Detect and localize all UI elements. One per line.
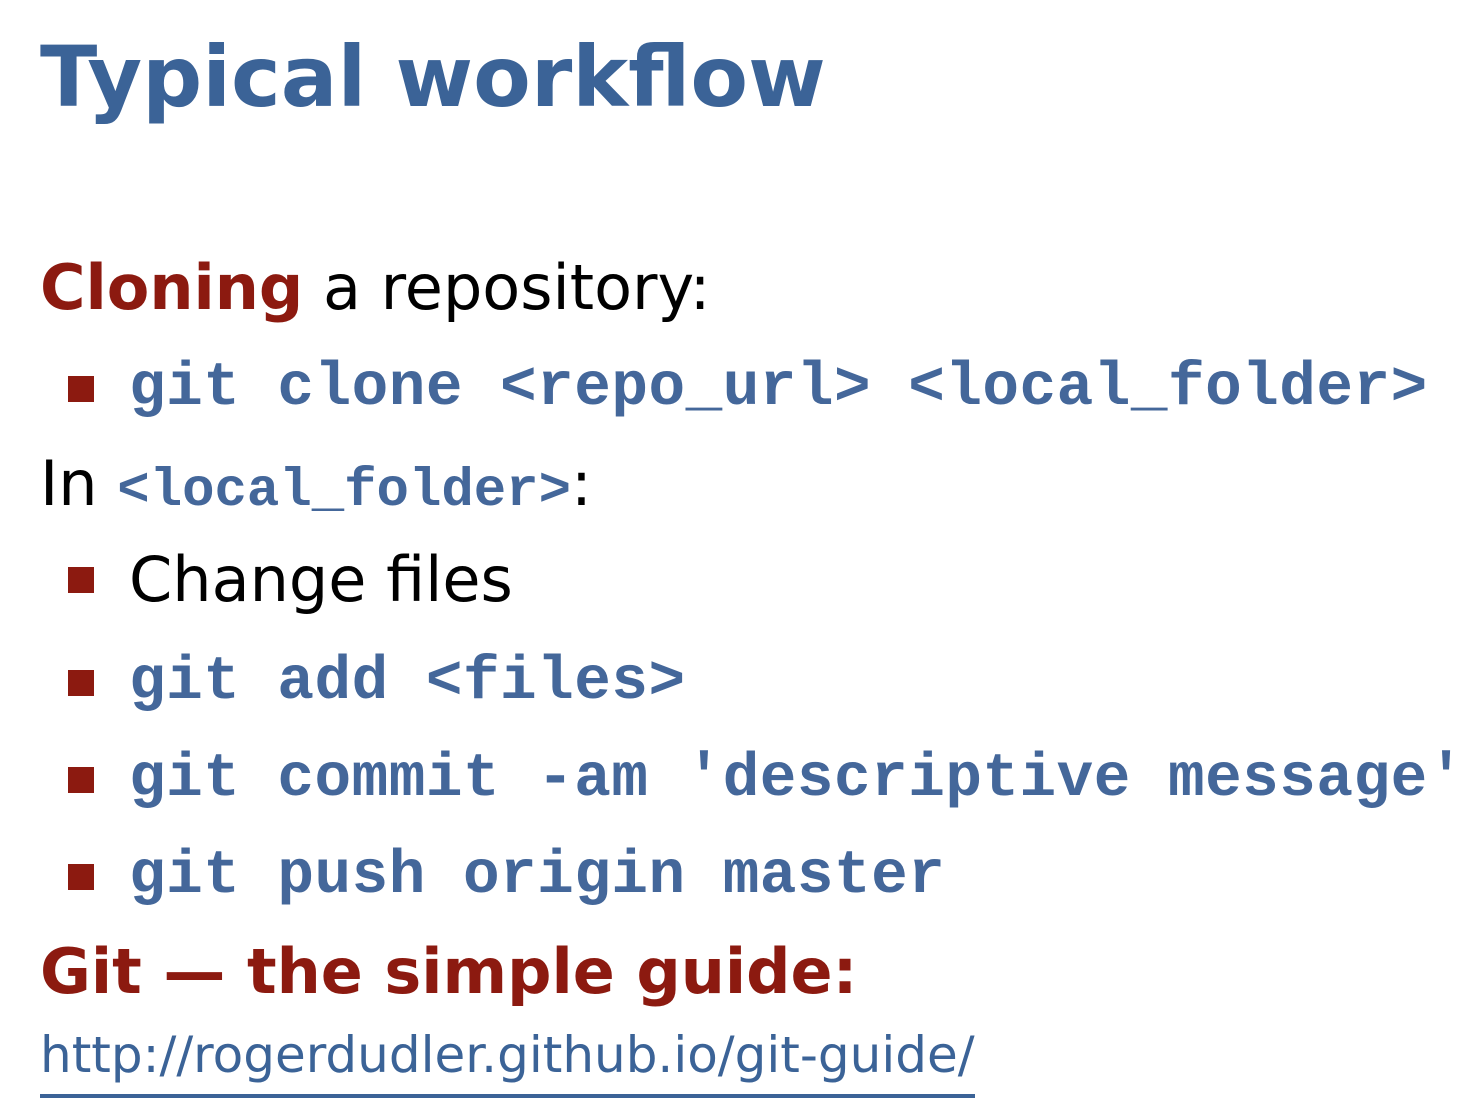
guide-link[interactable]: http://rogerdudler.github.io/git-guide/ xyxy=(40,1022,975,1098)
list-item-git-add: git add <files> xyxy=(68,648,686,718)
bullet-icon xyxy=(68,767,94,793)
list-item-clone-command: git clone <repo_url> <local_folder> xyxy=(68,354,1428,424)
bullet-icon xyxy=(68,567,94,593)
in-folder-heading: In <local_folder>: xyxy=(40,446,592,530)
cloning-rest: a repository: xyxy=(303,251,711,324)
bullet-icon xyxy=(68,864,94,890)
cloning-keyword: Cloning xyxy=(40,251,304,324)
bullet-icon xyxy=(68,670,94,696)
list-item-change-files: Change files xyxy=(68,542,513,618)
in-folder-prefix: In xyxy=(40,447,118,520)
list-item-git-commit: git commit -am 'descriptive message' xyxy=(68,745,1464,815)
clone-command: git clone <repo_url> <local_folder> xyxy=(129,354,1428,423)
in-folder-name: <local_folder> xyxy=(117,461,571,522)
guide-title: Git — the simple guide: xyxy=(40,935,858,1008)
step-git-commit: git commit -am 'descriptive message' xyxy=(129,745,1464,814)
cloning-heading: Cloning a repository: xyxy=(40,250,711,326)
step-git-add: git add <files> xyxy=(129,648,686,717)
bullet-icon xyxy=(68,376,94,402)
slide-title: Typical workflow xyxy=(40,28,826,126)
in-folder-suffix: : xyxy=(570,447,592,520)
step-git-push: git push origin master xyxy=(129,842,946,911)
step-change-files: Change files xyxy=(129,543,513,616)
list-item-git-push: git push origin master xyxy=(68,842,945,912)
